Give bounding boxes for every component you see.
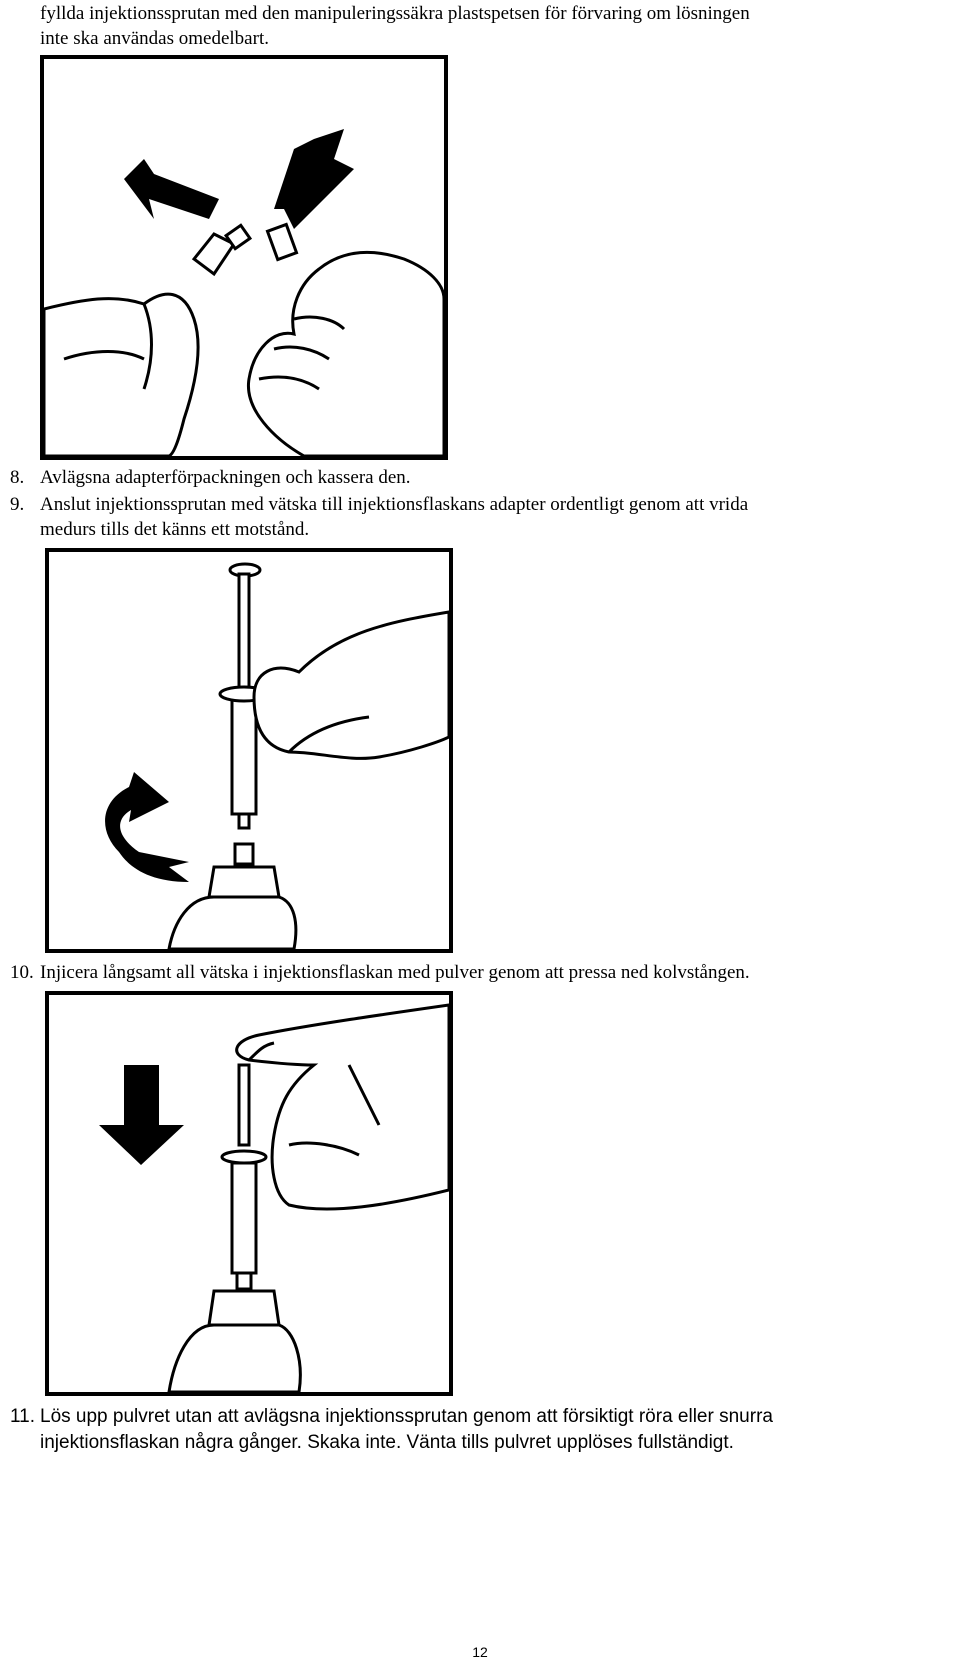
intro-line-2: inte ska användas omedelbart. <box>40 28 269 49</box>
step-11-text-line-2: injektionsflaskan några gånger. Skaka in… <box>40 1432 734 1453</box>
arrow-up-right-icon <box>274 129 354 229</box>
rotate-clockwise-icon <box>105 772 189 882</box>
attach-syringe-illustration <box>105 562 449 949</box>
figure-attach-syringe <box>45 548 453 953</box>
page-number: 12 <box>472 1644 488 1660</box>
step-9-number: 9. <box>10 494 25 515</box>
press-plunger-illustration <box>99 1003 449 1392</box>
figure-press-plunger <box>45 991 453 1396</box>
intro-line-1: fyllda injektionssprutan med den manipul… <box>40 3 750 24</box>
step-10-text: Injicera långsamt all vätska i injektion… <box>40 962 750 983</box>
step-8-number: 8. <box>10 467 25 488</box>
step-8-text: Avlägsna adapterförpackningen och kasser… <box>40 467 411 488</box>
arrow-down-icon <box>99 1065 184 1165</box>
step-10-number: 10. <box>10 962 34 983</box>
remove-packaging-illustration <box>44 129 444 456</box>
figure-remove-adapter-packaging <box>40 55 448 460</box>
step-11-text-line-1: Lös upp pulvret utan att avlägsna injekt… <box>40 1406 773 1427</box>
arrow-up-left-icon <box>124 159 219 219</box>
step-9-text-line-1: Anslut injektionssprutan med vätska till… <box>40 494 749 515</box>
step-9-text-line-2: medurs tills det känns ett motstånd. <box>40 519 310 540</box>
step-11-number: 11. <box>10 1406 36 1427</box>
